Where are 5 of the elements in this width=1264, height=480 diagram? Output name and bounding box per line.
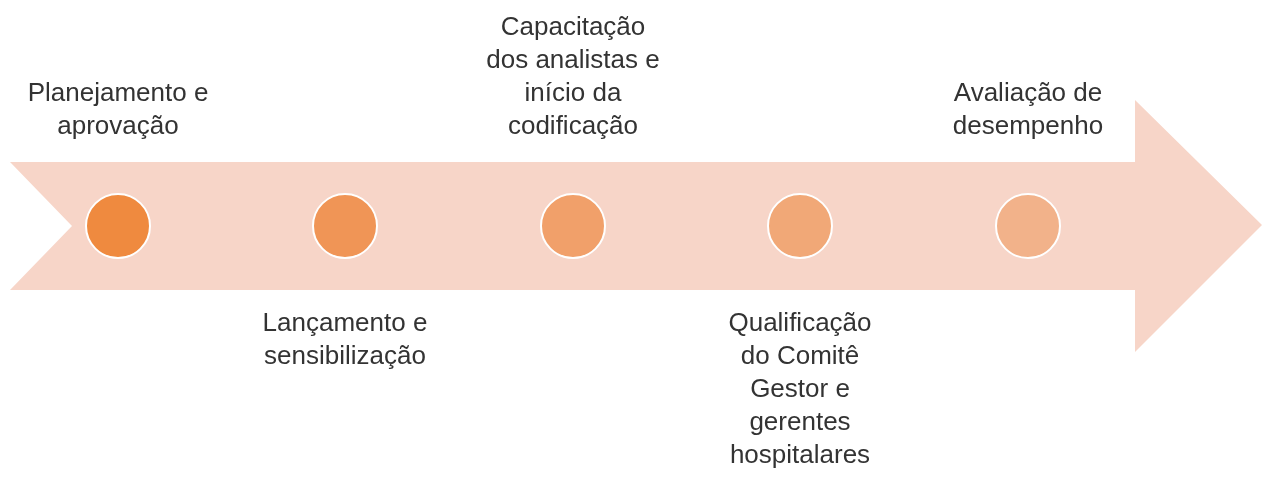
milestone-label: Avaliação de desempenho — [951, 76, 1105, 142]
milestone-label: Lançamento e sensibilização — [261, 306, 429, 372]
milestone-label: Capacitação dos analistas e início da codificação — [485, 10, 661, 142]
milestone-label: Planejamento e aprovação — [26, 76, 210, 142]
milestone-label: Qualificação do Comitê Gestor e gerentes hospitalares — [727, 306, 873, 471]
